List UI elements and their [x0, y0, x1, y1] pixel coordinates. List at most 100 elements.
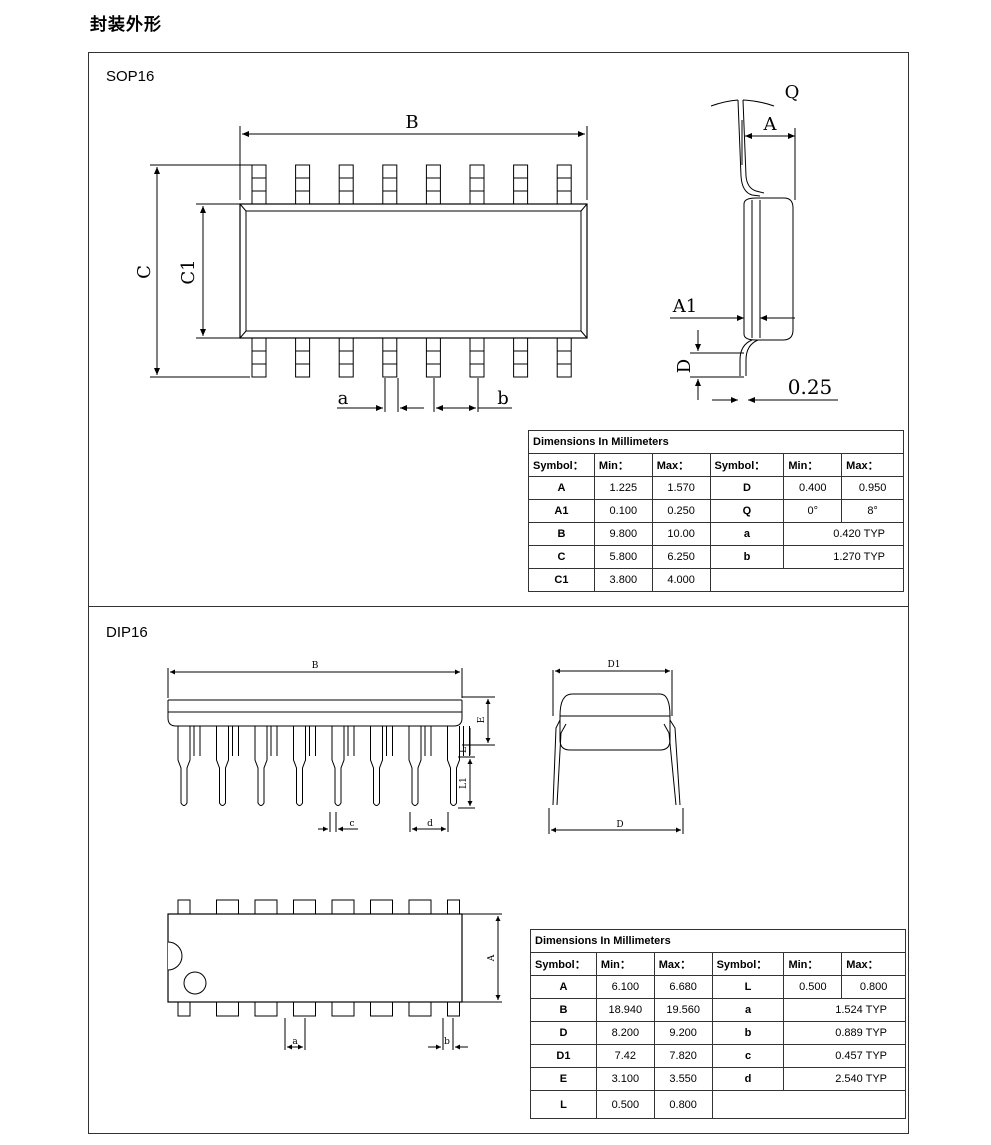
table-cell: 2.540 TYP [783, 1067, 906, 1091]
table-cell: 1.524 TYP [783, 998, 906, 1022]
table-cell-empty [711, 1090, 907, 1119]
dip-leg [216, 726, 229, 806]
dip-dim-a-label: A [487, 954, 497, 962]
dip-pad [177, 1001, 191, 1017]
dip-pad [447, 1001, 460, 1017]
table-row: B 18.940 19.560 a 1.524 TYP [530, 998, 906, 1022]
dip-pad [331, 1001, 355, 1017]
table-cell: E [530, 1067, 597, 1091]
table-cell: 0.250 [651, 499, 711, 523]
dip-dim-d-end-label: D [616, 820, 623, 830]
dip-pad [177, 899, 191, 915]
table-cell: 0.100 [593, 499, 653, 523]
table-cell: d [711, 1067, 785, 1091]
table-row: A 1.225 1.570 D 0.400 0.950 [528, 476, 904, 500]
table-caption: Dimensions In Millimeters [530, 929, 906, 953]
table-header: Min： [783, 453, 843, 477]
dim-c1-label: C1 [178, 259, 199, 284]
dim-q-label: Q [785, 82, 800, 103]
table-cell: L [530, 1090, 597, 1119]
dip-pad [293, 1001, 316, 1017]
sop16-bottom-leads [251, 337, 572, 378]
table-cell: 0.889 TYP [783, 1021, 906, 1045]
table-cell: 6.680 [653, 975, 713, 999]
table-row: C 5.800 6.250 b 1.270 TYP [528, 545, 904, 569]
dip-dim-e-label: E [477, 717, 487, 724]
table-cell: 3.550 [653, 1067, 713, 1091]
table-cell: 0.457 TYP [783, 1044, 906, 1068]
table-cell: 3.800 [593, 568, 653, 592]
dim-d-label: D [674, 359, 695, 373]
dip-pad [447, 899, 460, 915]
table-row: A 6.100 6.680 L 0.500 0.800 [530, 975, 906, 999]
table-cell: A [530, 975, 597, 999]
table-cell: 0.950 [841, 476, 904, 500]
table-header: Max： [841, 952, 906, 976]
table-row: D 8.200 9.200 b 0.889 TYP [530, 1021, 906, 1045]
sop16-body [239, 203, 588, 339]
dip-leg [447, 726, 460, 806]
dim-lead-label: 0.25 [788, 375, 833, 399]
dip-dim-c-label: c [349, 819, 354, 829]
dip-dim-l1-label: L1 [459, 777, 469, 789]
dip-leg [370, 726, 383, 806]
table-header: Symbol： [528, 453, 595, 477]
table-row: D1 7.42 7.820 c 0.457 TYP [530, 1044, 906, 1068]
table-cell: 6.100 [595, 975, 655, 999]
table-cell: b [711, 1021, 785, 1045]
section-divider [88, 606, 909, 607]
dip16-end-view [552, 693, 681, 806]
table-row: A1 0.100 0.250 Q 0° 8° [528, 499, 904, 523]
table-header: Max： [653, 952, 713, 976]
table-header: Symbol： [709, 453, 785, 477]
dip-leg [177, 726, 191, 806]
dip-pad [254, 899, 278, 915]
table-header: Max： [651, 453, 711, 477]
table-row: C1 3.800 4.000 [528, 568, 905, 592]
dip16-side-view [167, 699, 463, 727]
table-cell: 0.800 [653, 1090, 713, 1119]
dip16-top-body [167, 913, 463, 1003]
dip-pad [293, 899, 316, 915]
table-cell: 0° [783, 499, 843, 523]
sop16-body-inner [245, 210, 582, 332]
dip-pad [408, 899, 432, 915]
dim-a-label: a [338, 388, 349, 409]
dip-pad [331, 899, 355, 915]
dip16-dimension-table: Dimensions In Millimeters Symbol： Min： M… [530, 929, 907, 1119]
table-cell: L [711, 975, 785, 999]
dip-pad [370, 1001, 393, 1017]
table-row: B 9.800 10.00 a 0.420 TYP [528, 522, 904, 546]
dip-leg [254, 726, 268, 806]
sop16-side-view [710, 99, 794, 376]
table-header: Symbol： [711, 952, 785, 976]
dip16-legs [177, 726, 470, 806]
dip-dim-d-label: d [427, 819, 433, 829]
table-cell: 18.940 [595, 998, 655, 1022]
dip16-top-pads [177, 899, 460, 1017]
table-row: L 0.500 0.800 [530, 1090, 907, 1119]
table-cell: 8.200 [595, 1021, 655, 1045]
dip16-notch [167, 941, 183, 971]
table-header: Min： [783, 952, 843, 976]
table-cell: 9.800 [593, 522, 653, 546]
dip-pad [254, 1001, 278, 1017]
dip-pad [216, 1001, 239, 1017]
dim-b-small-label: b [497, 388, 509, 409]
table-cell: B [530, 998, 597, 1022]
sop16-dimension-table: Dimensions In Millimeters Symbol： Min： M… [528, 430, 905, 592]
table-cell: 4.000 [651, 568, 711, 592]
table-row: E 3.100 3.550 d 2.540 TYP [530, 1067, 906, 1091]
table-cell: 0.400 [783, 476, 843, 500]
table-header: Symbol： [530, 952, 597, 976]
table-cell: 0.800 [841, 975, 906, 999]
sop16-label: SOP16 [106, 68, 155, 85]
dim-b-label: B [405, 112, 418, 133]
table-cell: 0.500 [783, 975, 843, 999]
table-cell: 0.420 TYP [783, 522, 904, 546]
table-cell: 1.570 [651, 476, 711, 500]
dip-dim-b-small-label: b [444, 1037, 450, 1047]
dip-leg [408, 726, 422, 806]
table-cell: D1 [530, 1044, 597, 1068]
